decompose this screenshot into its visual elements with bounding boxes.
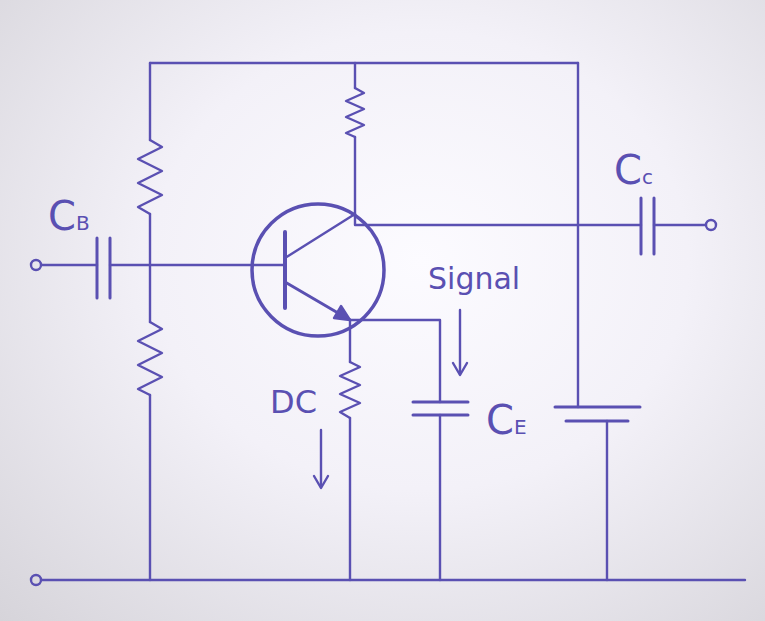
dc-arrow-head xyxy=(314,476,328,488)
resistor-symbol xyxy=(138,140,162,214)
resistor-symbol xyxy=(138,322,162,395)
capacitor-label: Cc xyxy=(614,150,653,190)
emitter-wire xyxy=(349,418,351,580)
ground-terminal xyxy=(31,575,41,585)
divider-wire xyxy=(149,214,151,322)
signal-arrow-head xyxy=(453,363,467,375)
capacitor-plate xyxy=(109,238,112,298)
resistor-symbol xyxy=(346,88,364,137)
capacitor-plate xyxy=(413,401,468,404)
bypass-wire xyxy=(439,415,441,580)
signal-arrow xyxy=(459,310,461,374)
capacitor-label: CB xyxy=(48,196,90,236)
supply-wire xyxy=(606,421,608,580)
current-label: DC xyxy=(270,386,317,418)
capacitor-plate xyxy=(640,198,643,254)
input-terminal xyxy=(31,260,41,270)
ground-rail xyxy=(42,579,745,581)
input-wire xyxy=(42,264,97,266)
emitter-wire xyxy=(349,320,351,362)
supply-wire xyxy=(577,63,579,407)
dc-arrow xyxy=(320,430,322,487)
collector-wire xyxy=(355,137,641,225)
signal-label: Signal xyxy=(428,264,520,294)
emitter-arrow xyxy=(334,306,350,320)
base-wire xyxy=(110,264,285,266)
capacitor-label: CE xyxy=(486,400,527,440)
bypass-wire xyxy=(350,320,440,402)
capacitor-plate xyxy=(96,238,99,298)
transistor-base xyxy=(283,232,287,308)
supply-rail xyxy=(150,62,578,64)
divider-wire xyxy=(149,395,151,580)
transistor-collector xyxy=(285,214,355,258)
collector-wire xyxy=(354,63,356,88)
output-wire xyxy=(654,224,705,226)
output-terminal xyxy=(706,220,716,230)
transistor-emitter xyxy=(285,282,350,320)
battery-plate xyxy=(566,420,628,423)
resistor-symbol xyxy=(340,362,360,418)
divider-wire xyxy=(149,63,151,140)
battery-plate xyxy=(555,406,640,409)
